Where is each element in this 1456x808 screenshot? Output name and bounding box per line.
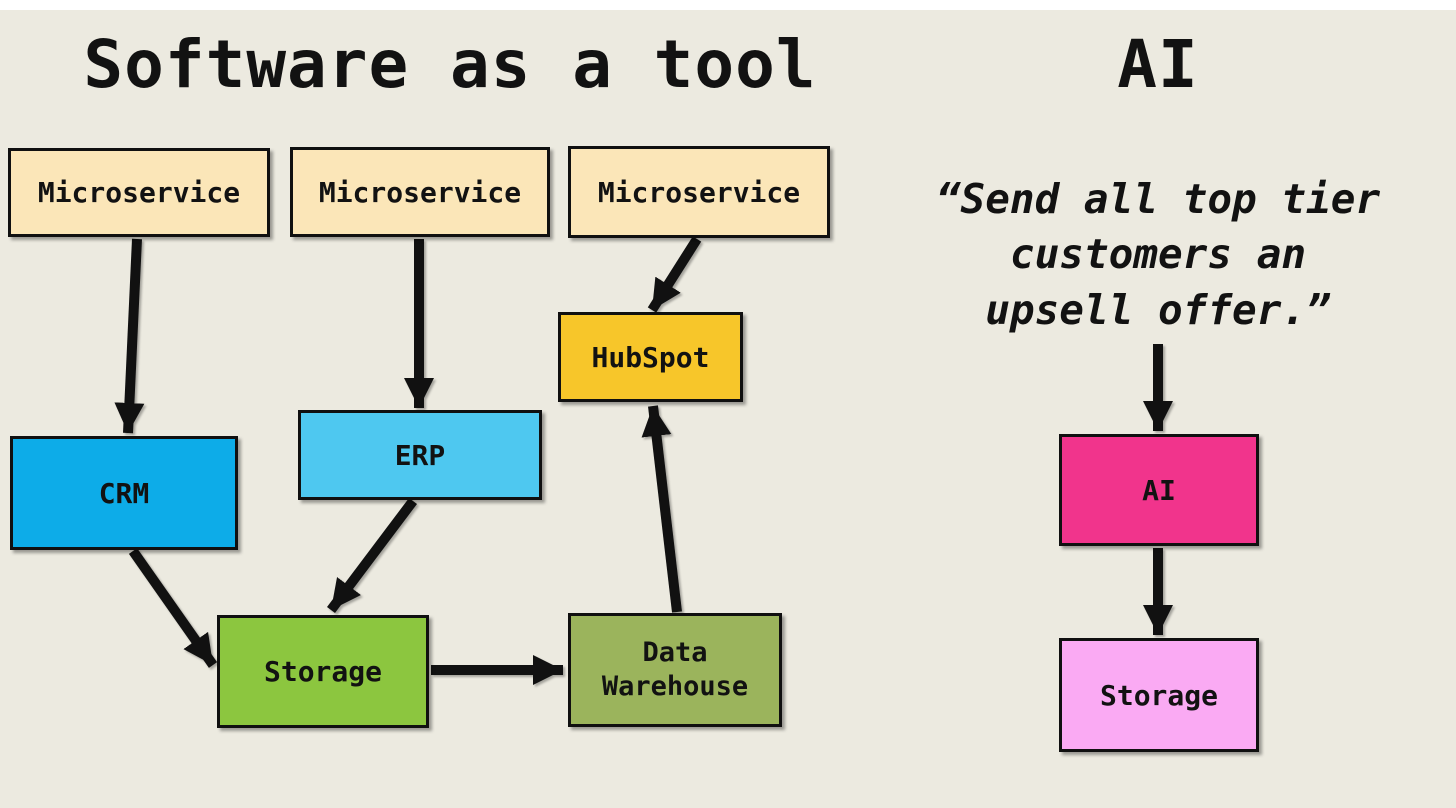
node-ai: AI [1059,434,1259,546]
node-microservice-2: Microservice [290,147,550,237]
edge-crm-to-storage [128,548,218,668]
ai-prompt-quote: “Send all top tier customers an upsell o… [935,175,1381,334]
edge-microservice1-to-crm [114,238,145,434]
node-storage-pink: Storage [1059,638,1259,752]
edge-data-warehouse-to-hubspot [641,405,682,613]
edge-microservice3-to-hubspot [647,236,702,313]
right-panel-title: AI [1117,26,1199,103]
node-hubspot: HubSpot [558,312,743,402]
node-microservice-1: Microservice [8,148,270,237]
node-microservice-3: Microservice [568,146,830,238]
node-erp: ERP [298,410,542,500]
left-panel-title: Software as a tool [83,26,817,103]
edge-erp-to-storage [327,497,417,614]
node-data-warehouse: Data Warehouse [568,613,782,727]
top-strip [0,0,1456,10]
node-crm: CRM [10,436,238,550]
node-storage-green: Storage [217,615,429,728]
